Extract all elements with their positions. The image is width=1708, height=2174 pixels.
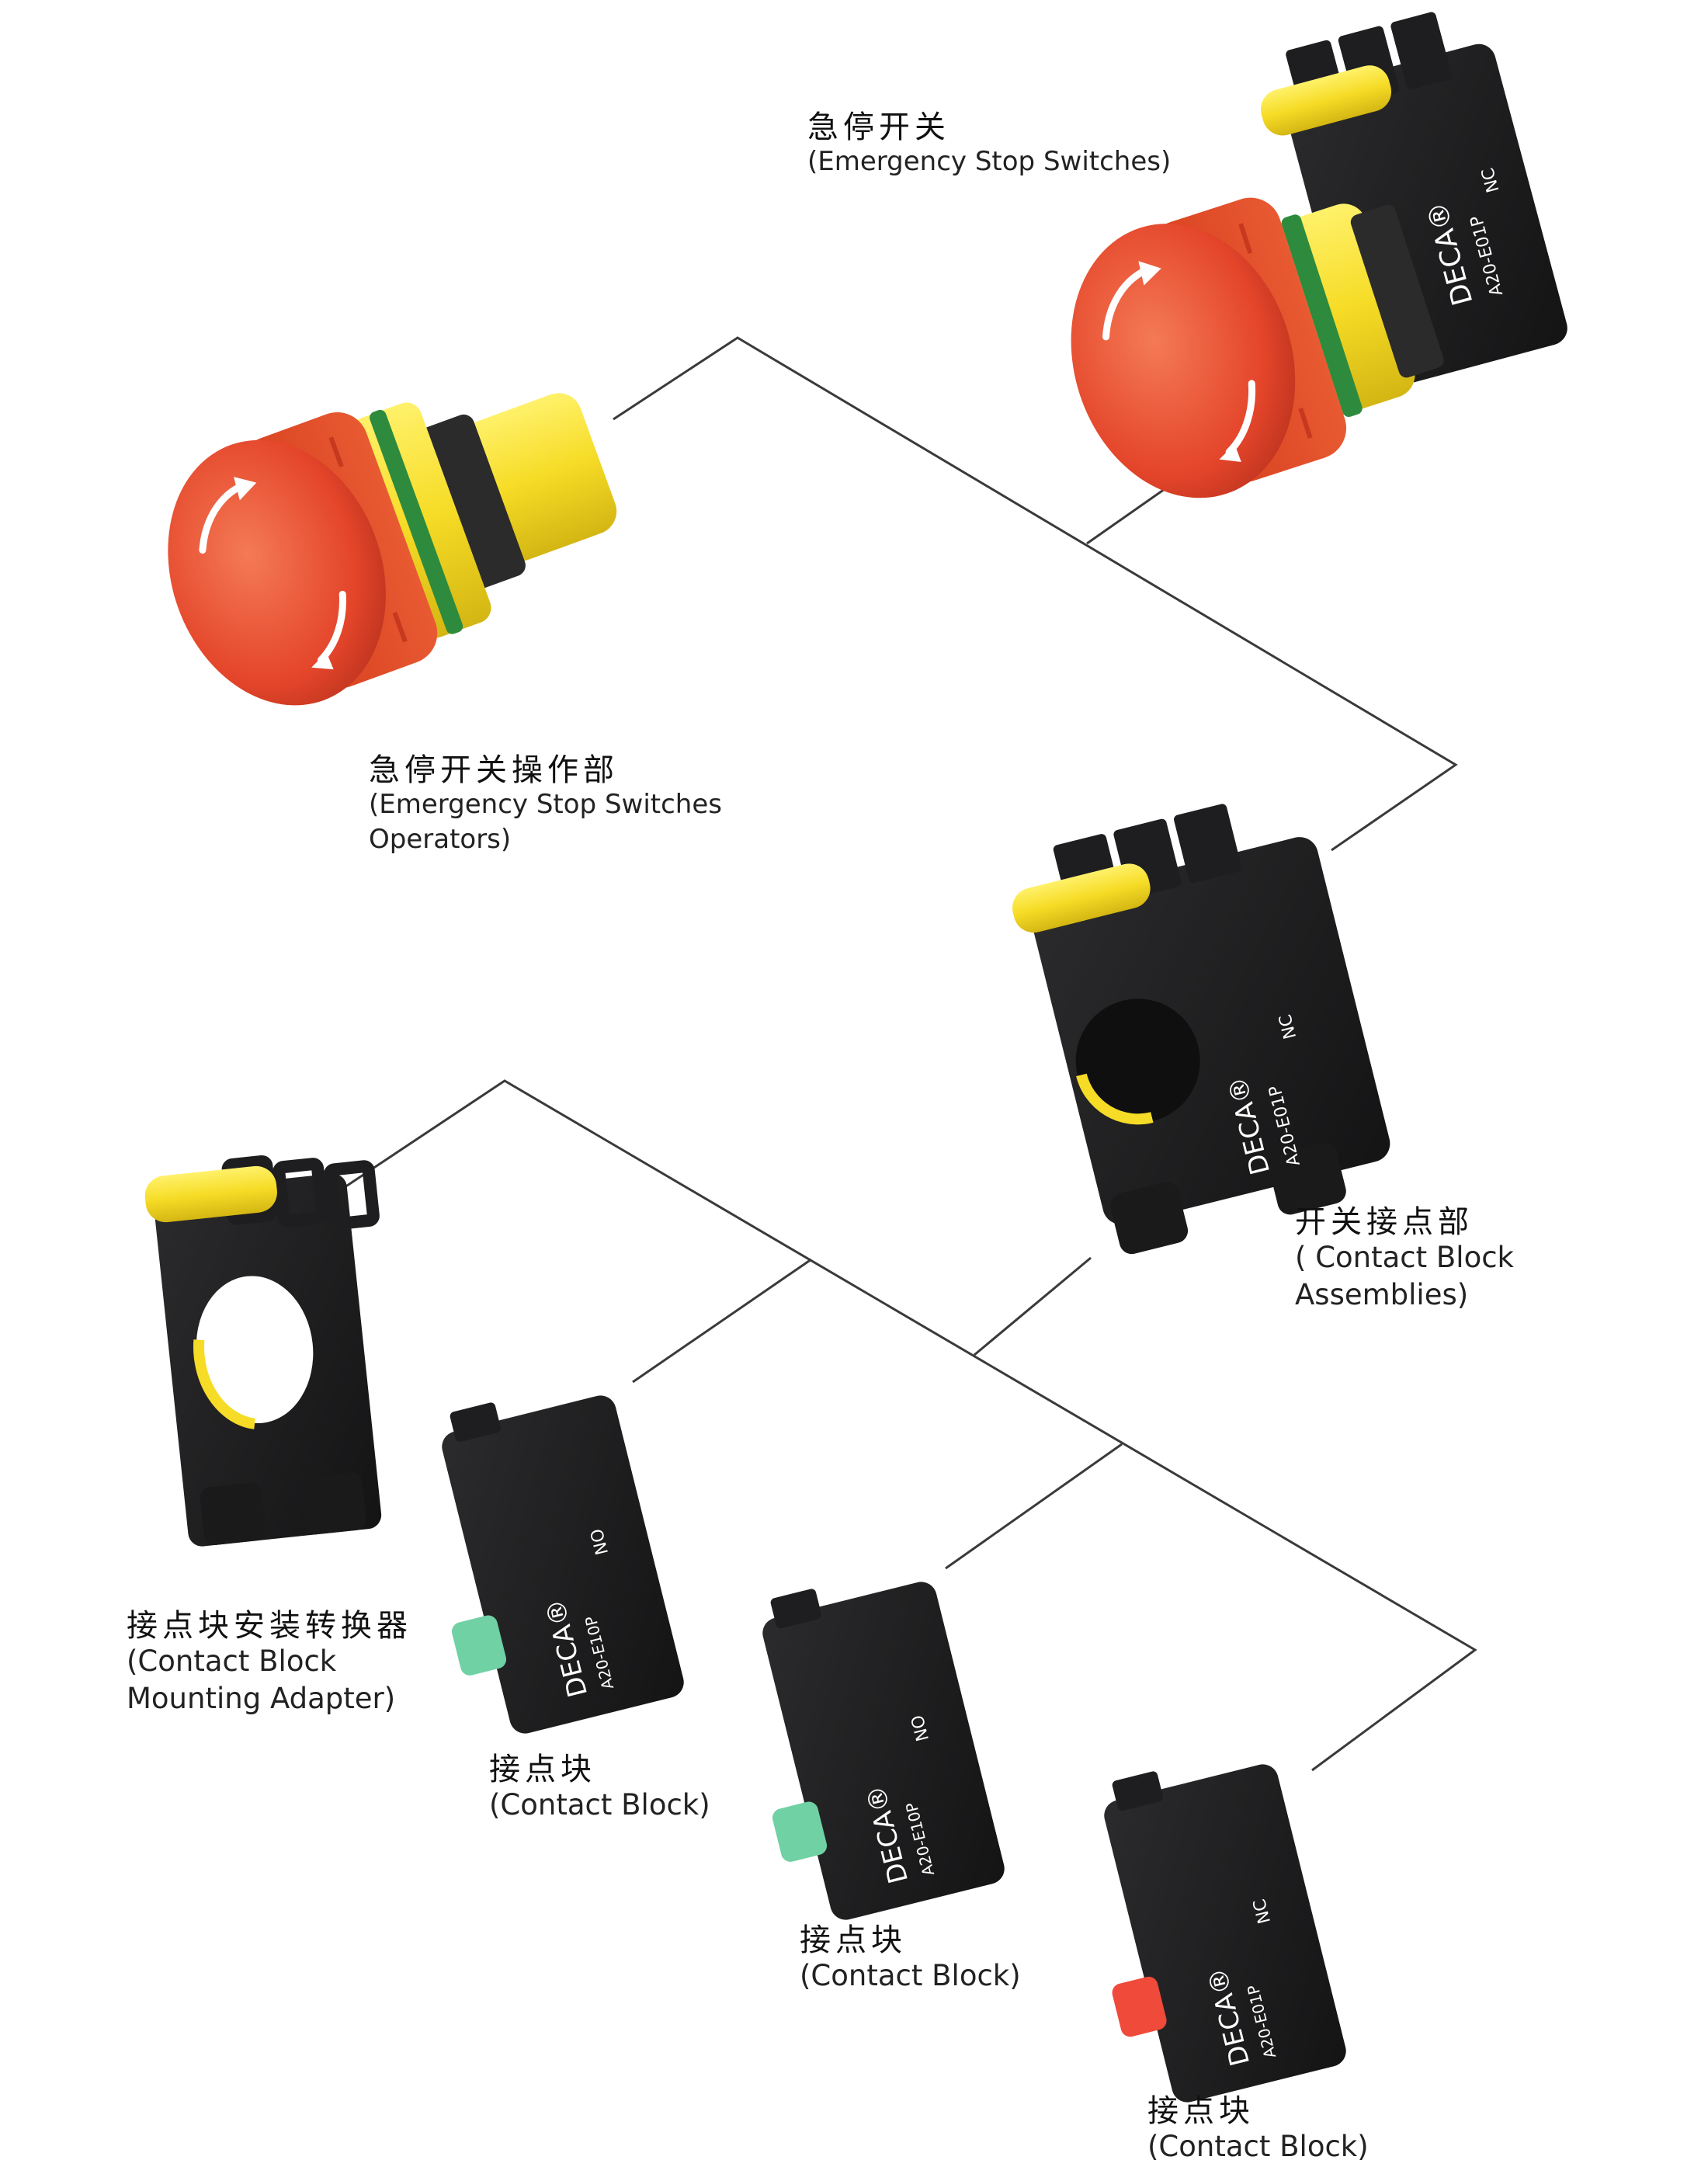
label-estop-operator-en2: Operators) <box>369 823 512 855</box>
label-estop-operator: 急停开关操作部 (Emergency Stop Switches Operato… <box>369 752 722 856</box>
label-block1-en: (Contact Block) <box>489 1788 710 1822</box>
label-mounting-adapter: 接点块安装转换器 (Contact Block Mounting Adapter… <box>127 1607 412 1717</box>
label-estop-switch-zh: 急停开关 <box>807 109 950 145</box>
label-contact-block-3: 接点块 (Contact Block) <box>1147 2092 1369 2164</box>
label-block3-en: (Contact Block) <box>1147 2130 1369 2163</box>
line-branch-block2 <box>945 1443 1123 1570</box>
mounting-adapter-image <box>144 1155 382 1547</box>
label-assembly-en2: Assemblies) <box>1295 1278 1469 1312</box>
line-operator-to-hub <box>613 336 1458 852</box>
label-contact-block-assembly: 开关接点部 ( Contact Block Assemblies) <box>1295 1203 1514 1313</box>
label-contact-block-1: 接点块 (Contact Block) <box>489 1751 710 1822</box>
label-assembly-zh: 开关接点部 <box>1295 1204 1474 1240</box>
tree-lines <box>337 336 1477 1772</box>
line-branch-block1 <box>632 1258 812 1384</box>
line-adapter-tree <box>337 1079 1477 1772</box>
label-block2-zh: 接点块 <box>800 1922 907 1958</box>
label-block1-zh: 接点块 <box>489 1752 596 1787</box>
estop-operator-image <box>168 393 617 706</box>
contact-block-3-image: DECA® A20-E01P NC <box>1104 1764 1346 2103</box>
label-contact-block-2: 接点块 (Contact Block) <box>800 1922 1021 1993</box>
label-estop-operator-zh: 急停开关操作部 <box>369 752 619 788</box>
rotate-arrow-icon <box>199 477 346 670</box>
label-assembly-en1: ( Contact Block <box>1295 1241 1514 1274</box>
contact-block-assembly-image: DECA® A20-E01P NC <box>1012 804 1390 1255</box>
label-estop-switch-en: (Emergency Stop Switches) <box>807 146 1172 177</box>
contact-block-1-image: DECA® A20-E10P NO <box>442 1395 684 1734</box>
label-adapter-en1: (Contact Block <box>127 1644 337 1678</box>
label-block2-en: (Contact Block) <box>800 1959 1021 1992</box>
label-estop-operator-en1: (Emergency Stop Switches <box>369 789 722 820</box>
line-branch-assembly <box>974 1256 1092 1356</box>
label-block3-zh: 接点块 <box>1147 2093 1255 2129</box>
label-adapter-zh: 接点块安装转换器 <box>127 1608 412 1644</box>
estop-switch-image: DECA® A20-E01P NC <box>1071 12 1567 498</box>
contact-block-2-image: DECA® A20-E10P NO <box>762 1582 1005 1920</box>
label-adapter-en2: Mounting Adapter) <box>127 1682 396 1716</box>
rotate-arrow-icon <box>1102 261 1256 462</box>
label-estop-switch: 急停开关 (Emergency Stop Switches) <box>807 109 1171 178</box>
